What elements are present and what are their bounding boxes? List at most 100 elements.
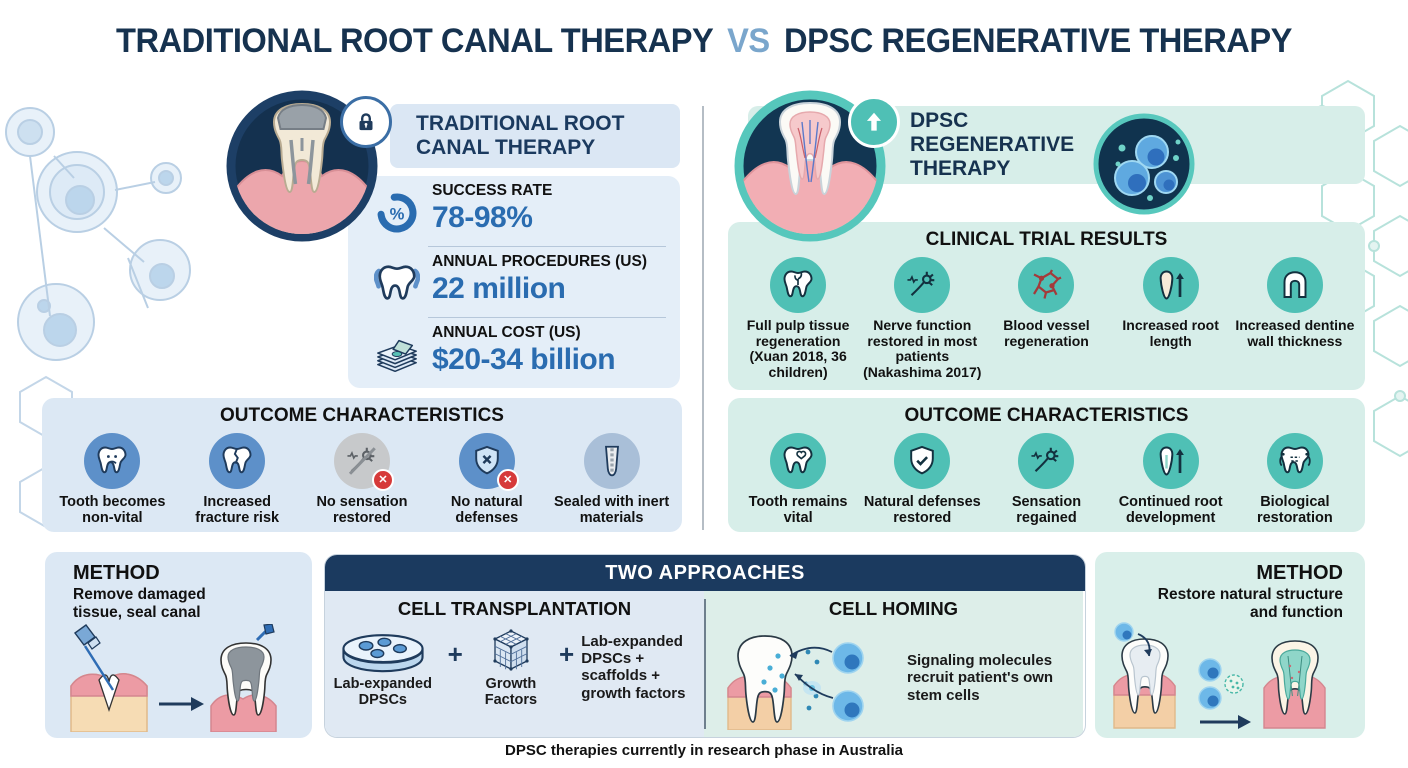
- scaffold-icon: [493, 629, 529, 671]
- growth-factors-label: Growth Factors: [484, 676, 538, 708]
- no-sensation-icon: ✕: [333, 433, 394, 491]
- stat-label: ANNUAL COST (US): [432, 324, 581, 341]
- dentine-wall-icon: [1266, 257, 1323, 313]
- red-x-badge: ✕: [496, 469, 519, 491]
- outcome-label: Sensation regained: [1011, 494, 1082, 527]
- up-arrow-icon: [848, 96, 900, 148]
- outcome-item: Sensation regained: [984, 433, 1108, 526]
- svg-text:%: %: [390, 204, 405, 223]
- outcome-item: ✕ No sensation restored: [300, 433, 424, 526]
- stat-divider: [428, 317, 666, 318]
- outcome-item: Sealed with inert materials: [550, 433, 674, 526]
- outcome-label: No sensation restored: [316, 494, 408, 527]
- dpsc-tooth-illustration: [734, 90, 886, 242]
- percent-donut-icon: %: [374, 190, 420, 236]
- outcome-item: Biological restoration: [1233, 433, 1357, 526]
- traditional-outcomes-card: OUTCOME CHARACTERISTICS Tooth becomes no…: [42, 398, 682, 532]
- traditional-stats-card: % SUCCESS RATE 78-98% ANNUAL PROCEDURES …: [348, 176, 680, 388]
- neuron-icon: [894, 257, 951, 313]
- lock-icon: [340, 96, 392, 148]
- stat-label: ANNUAL PROCEDURES (US): [432, 253, 648, 270]
- method-description: Remove damaged tissue, seal canal: [73, 586, 206, 621]
- outcome-label: Increased fracture risk: [195, 494, 280, 527]
- clinical-label: Full pulp tissue regeneration (Xuan 2018…: [746, 317, 850, 381]
- outcomes-header: OUTCOME CHARACTERISTICS: [220, 405, 504, 426]
- red-x-badge: ✕: [371, 469, 394, 491]
- clinical-label: Blood vessel regeneration: [1003, 317, 1090, 349]
- outcome-item: Natural defenses restored: [860, 433, 984, 526]
- shield-check-icon: [894, 433, 951, 489]
- center-divider: [702, 106, 704, 530]
- pulp-regeneration-icon: [770, 257, 827, 313]
- annual-procedures-stat: ANNUAL PROCEDURES (US) 22 million: [348, 247, 680, 317]
- clinical-results-card: CLINICAL TRIAL RESULTS Full pulp tissue …: [728, 222, 1365, 390]
- outcome-item: Increased fracture risk: [175, 433, 299, 526]
- cell-homing-illustration: [727, 635, 864, 730]
- money-stack-icon: [374, 332, 420, 378]
- clinical-results-header: CLINICAL TRIAL RESULTS: [925, 229, 1168, 250]
- method-header: METHOD: [73, 562, 160, 584]
- clinical-item: Increased root length: [1109, 257, 1233, 349]
- traditional-header-label: TRADITIONAL ROOT CANAL THERAPY: [416, 112, 625, 159]
- outcomes-header: OUTCOME CHARACTERISTICS: [904, 405, 1189, 426]
- outcome-label: No natural defenses: [450, 494, 523, 527]
- outcome-item: Continued root development: [1109, 433, 1233, 526]
- annual-cost-stat: ANNUAL COST (US) $20-34 billion: [348, 318, 680, 388]
- outcome-label: Tooth remains vital: [748, 494, 848, 527]
- traditional-method-illustration: [45, 624, 312, 732]
- clinical-item: Full pulp tissue regeneration (Xuan 2018…: [736, 257, 860, 381]
- clinical-label: Increased dentine wall thickness: [1235, 317, 1355, 349]
- clinical-label: Increased root length: [1122, 317, 1219, 349]
- outcome-item: Tooth becomes non-vital: [50, 433, 174, 526]
- clinical-item: Nerve function restored in most patients…: [860, 257, 984, 381]
- method-description: Restore natural structure and function: [1157, 586, 1343, 621]
- stat-value: $20-34 billion: [432, 343, 616, 376]
- bio-restoration-icon: [1266, 433, 1323, 489]
- stat-label: SUCCESS RATE: [432, 182, 553, 199]
- shield-x-icon: ✕: [458, 433, 519, 491]
- dpsc-outcomes-card: OUTCOME CHARACTERISTICS Tooth remains vi…: [728, 398, 1365, 532]
- outcome-label: Biological restoration: [1256, 494, 1333, 527]
- stat-divider: [428, 246, 666, 247]
- nerve-icon: [1018, 433, 1075, 489]
- two-approaches-panel: TWO APPROACHES CELL TRANSPLANTATION: [325, 555, 1085, 737]
- outcome-label: Natural defenses restored: [863, 494, 981, 527]
- outcome-item: Tooth remains vital: [736, 433, 860, 526]
- outcome-label: Continued root development: [1118, 494, 1223, 527]
- stat-value: 22 million: [432, 272, 566, 305]
- title-vs: VS: [727, 22, 770, 60]
- title-left-part: TRADITIONAL ROOT CANAL THERAPY: [116, 22, 713, 60]
- traditional-tooth-illustration: [226, 90, 378, 242]
- outcome-item: ✕ No natural defenses: [425, 433, 549, 526]
- plus-sign: +: [447, 638, 463, 669]
- vital-tooth-icon: [770, 433, 827, 489]
- traditional-header-card: TRADITIONAL ROOT CANAL THERAPY: [390, 104, 680, 168]
- page-title: TRADITIONAL ROOT CANAL THERAPY VS DPSC R…: [28, 22, 1380, 61]
- clinical-item: Increased dentine wall thickness: [1233, 257, 1357, 349]
- dpsc-header-label: DPSC REGENERATIVE THERAPY: [910, 109, 1075, 180]
- root-development-icon: [1142, 433, 1199, 489]
- transplantation-result-text: Lab-expanded DPSCs + scaffolds + growth …: [581, 632, 686, 702]
- root-length-icon: [1142, 257, 1199, 313]
- dpsc-method-illustration: [1095, 622, 1365, 732]
- clinical-item: Blood vessel regeneration: [984, 257, 1108, 349]
- sad-tooth-icon: [84, 433, 141, 489]
- cell-transplantation-column: CELL TRANSPLANTATION Lab-expanded DPSCs: [325, 591, 704, 737]
- cell-homing-header: CELL HOMING: [828, 598, 959, 619]
- stat-value: 78-98%: [432, 201, 533, 234]
- cracked-tooth-icon: [209, 433, 266, 489]
- traditional-method-card: METHOD Remove damaged tissue, seal canal: [45, 552, 312, 738]
- cell-transplantation-header: CELL TRANSPLANTATION: [397, 598, 632, 619]
- title-right-part: DPSC REGENERATIVE THERAPY: [784, 22, 1292, 60]
- clinical-label: Nerve function restored in most patients…: [863, 317, 982, 381]
- cell-homing-column: CELL HOMING: [704, 591, 1083, 737]
- method-header: METHOD: [1256, 562, 1343, 584]
- petri-dish-icon: [342, 634, 424, 673]
- blood-vessels-icon: [1018, 257, 1075, 313]
- growth-factors-group: Growth Factors: [470, 626, 552, 709]
- cell-homing-description: Signaling molecules recruit patient's ow…: [907, 652, 1054, 704]
- stem-cells-image: [1093, 113, 1195, 215]
- plus-sign: +: [559, 638, 575, 669]
- outcome-label: Tooth becomes non-vital: [59, 494, 166, 527]
